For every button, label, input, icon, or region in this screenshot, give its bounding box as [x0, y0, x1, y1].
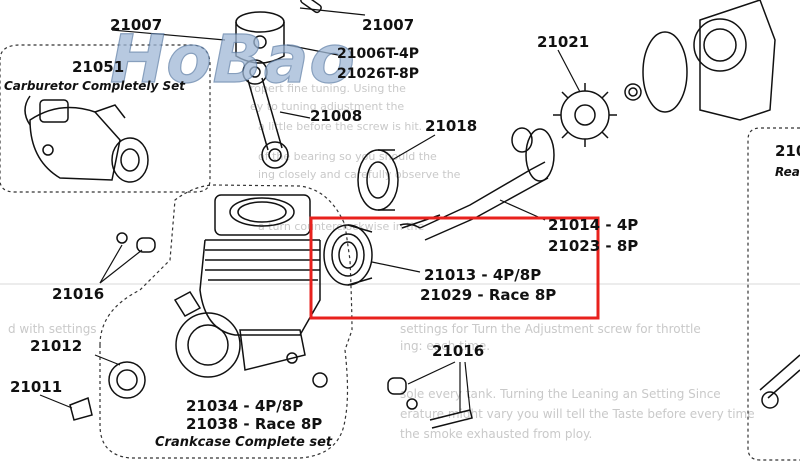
- part-label-21012: 21012: [30, 337, 82, 355]
- bg-text-line: ey to tuning adjustment the: [250, 100, 404, 113]
- leader-lines: [39, 7, 581, 412]
- bg-text-line: sole every tank. Turning the Leaning an …: [400, 387, 721, 401]
- part-label-21007-right: 21007: [362, 16, 414, 34]
- part-label-21021: 21021: [537, 33, 589, 51]
- part-label-21007-left: 21007: [110, 16, 162, 34]
- part-labels: 21007 21007 21006T-4P 21026T-8P 21008 21…: [10, 16, 800, 433]
- part-label-21006t: 21006T-4P: [337, 46, 419, 62]
- bg-text-line: erature might vary you will tell the Tas…: [400, 407, 755, 421]
- front-bearing-drawing: [323, 224, 373, 286]
- part-label-21034: 21034 - 4P/8P: [186, 397, 303, 415]
- rear-cover-outline: [747, 127, 800, 461]
- part-label-21016-right: 21016: [432, 342, 484, 360]
- bg-text-line: ing closely and carefully observe the: [258, 168, 461, 181]
- crankcase-set-outline: [99, 184, 353, 459]
- rear-housing-drawing: [642, 0, 776, 121]
- part-label-21026t: 21026T-8P: [337, 66, 419, 82]
- part-label-21023: 21023 - 8P: [548, 237, 638, 255]
- part-label-21038: 21038 - Race 8P: [186, 415, 322, 433]
- gear-drawing: [553, 83, 642, 147]
- part-label-21014: 21014 - 4P: [548, 216, 638, 234]
- bg-text-line: ropert fine tuning. Using the: [250, 82, 406, 95]
- carburetor-drawing: [24, 95, 149, 183]
- hobao-watermark-logo: HoBao: [110, 21, 356, 98]
- part-label-rear-cut: 210: [775, 142, 800, 160]
- bg-text-line: the smoke exhausted from ploy.: [400, 427, 592, 441]
- bg-text-line: a little before the screw is hit.: [258, 120, 422, 133]
- bg-text-line: of the bearing so you should the: [258, 150, 437, 163]
- part-label-21029: 21029 - Race 8P: [420, 286, 556, 304]
- highlight-box: [309, 216, 600, 320]
- piston-conrod-drawing: [235, 0, 322, 169]
- part-label-21013: 21013 - 4P/8P: [424, 266, 541, 284]
- small-parts-drawing: [69, 232, 800, 429]
- part-label-21011: 21011: [10, 378, 62, 396]
- caption-carburetor-set: Carburetor Completely Set: [4, 79, 186, 93]
- bg-text-line: settings for Turn the Adjustment screw f…: [400, 322, 701, 336]
- part-label-21016-left: 21016: [52, 285, 104, 303]
- part-label-21008: 21008: [310, 107, 362, 125]
- bg-text-line: d with settings: [8, 322, 97, 336]
- crankshaft-drawing: [357, 127, 555, 241]
- part-label-21051: 21051: [72, 58, 124, 76]
- background-text: ropert fine tuning. Using the ey to tuni…: [0, 82, 800, 441]
- engine-block-drawing: [173, 194, 321, 378]
- bg-text-line: ing: each time.: [400, 339, 490, 353]
- group-outlines: [0, 44, 800, 461]
- part-label-21018: 21018: [425, 117, 477, 135]
- caption-rear-cut: Rea: [775, 165, 800, 179]
- caption-crankcase-set: Crankcase Complete set: [155, 435, 333, 450]
